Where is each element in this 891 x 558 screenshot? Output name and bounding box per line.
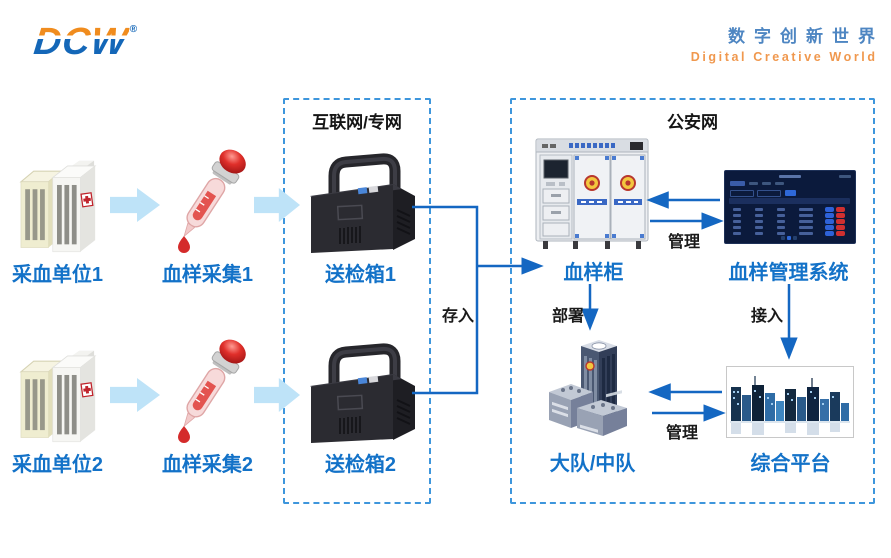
blood-dropper-icon — [171, 146, 251, 254]
zone-police-net: 公安网 — [510, 98, 875, 504]
cabinet-sign-text — [569, 143, 615, 148]
delivery-case-icon — [298, 340, 422, 446]
label-access: 接入 — [750, 308, 783, 325]
label-sample-collection-1: 血样采集1 — [161, 264, 254, 286]
registered-trademark: ® — [129, 24, 138, 35]
label-collection-unit-1: 采血单位1 — [11, 264, 104, 286]
hospital-buildings-icon — [20, 349, 96, 443]
label-delivery-case-1: 送检箱1 — [324, 264, 397, 286]
city-skyline-icon — [726, 366, 854, 438]
police-badge-icon — [585, 361, 595, 371]
dcw-logo-text: DCW — [31, 21, 130, 63]
police-badge-icon — [584, 175, 636, 191]
brand-slogan: 数字创新世界 Digital Creative World — [691, 22, 875, 64]
blood-dropper-icon — [171, 336, 251, 444]
sample-cabinet-icon — [535, 138, 649, 249]
flow-arrow-icon — [110, 378, 160, 412]
slogan-english: Digital Creative World — [690, 50, 878, 64]
delivery-case-icon — [298, 150, 422, 256]
zone-internet-label: 互联网/专网 — [312, 113, 402, 132]
label-delivery-case-2: 送检箱2 — [324, 454, 397, 476]
label-brigade-squadron: 大队/中队 — [549, 453, 636, 475]
label-management-system: 血样管理系统 — [728, 262, 849, 284]
label-deploy: 部署 — [551, 308, 584, 325]
label-store-in: 存入 — [441, 308, 474, 325]
slogan-chinese: 数字创新世界 — [728, 27, 884, 46]
dcw-logo: DCW ® — [31, 21, 138, 63]
dashboard-screen-icon — [724, 170, 856, 244]
police-buildings-icon — [549, 340, 627, 436]
zone-police-net-label: 公安网 — [667, 113, 718, 132]
label-collection-unit-2: 采血单位2 — [11, 454, 104, 476]
flow-arrow-icon — [110, 188, 160, 222]
label-integrated-platform: 综合平台 — [750, 453, 831, 475]
label-manage-platform: 管理 — [665, 425, 698, 442]
label-sample-collection-2: 血样采集2 — [161, 454, 254, 476]
label-sample-cabinet: 血样柜 — [563, 262, 624, 284]
hospital-buildings-icon — [20, 159, 96, 253]
label-manage-cabinet: 管理 — [667, 234, 700, 251]
